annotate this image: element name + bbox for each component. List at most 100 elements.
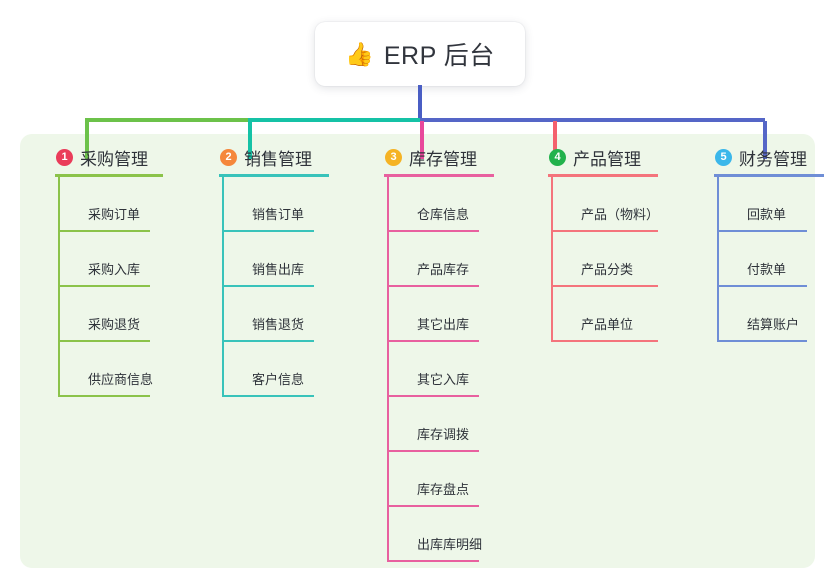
leaf-node-rule [224,395,314,397]
leaf-node-label: 产品单位 [581,317,634,332]
leaf-node-stock-count[interactable]: 库存盘点 [387,452,494,507]
leaf-node-warehouse-info[interactable]: 仓库信息 [387,177,494,232]
leaf-node-receipt-voucher[interactable]: 回款单 [717,177,824,232]
leaf-node-rule [60,230,150,232]
number-badge-icon: 5 [715,148,732,166]
leaf-node-label: 采购入库 [88,262,141,277]
leaf-node-label: 销售订单 [252,207,305,222]
leaf-node-settlement-account[interactable]: 结算账户 [717,287,824,342]
leaf-node-label: 其它入库 [417,372,470,387]
column-items: 回款单付款单结算账户 [697,177,824,342]
leaf-node-product-stock[interactable]: 产品库存 [387,232,494,287]
column-trunk-connector [58,177,60,397]
leaf-node-rule [389,450,479,452]
leaf-node-label: 回款单 [747,207,787,222]
thumbs-up-icon: 👍 [345,40,374,67]
leaf-node-rule [553,230,658,232]
column-title: 产品管理 [573,149,641,169]
drop-finance [763,121,767,159]
leaf-node-rule [60,285,150,287]
leaf-node-stock-transfer[interactable]: 库存调拨 [387,397,494,452]
column-purchase-management: 1 采购管理采购订单采购入库采购退货供应商信息 [38,144,163,397]
leaf-node-rule [389,285,479,287]
leaf-node-product-category[interactable]: 产品分类 [551,232,658,287]
leaf-node-purchase-order[interactable]: 采购订单 [58,177,163,232]
leaf-node-label: 库存盘点 [417,482,470,497]
column-header-finance-management[interactable]: 5 财务管理 [697,144,824,170]
leaf-node-rule [719,285,807,287]
root-node-label: ERP 后台 [383,42,495,70]
leaf-node-purchase-inbound[interactable]: 采购入库 [58,232,163,287]
column-items: 采购订单采购入库采购退货供应商信息 [38,177,163,397]
leaf-node-other-inbound[interactable]: 其它入库 [387,342,494,397]
leaf-node-rule [224,230,314,232]
number-badge-icon: 2 [220,148,237,166]
leaf-node-outbound-detail[interactable]: 出库库明细 [387,507,494,562]
number-badge-icon: 4 [549,148,566,166]
leaf-node-label: 销售退货 [252,317,305,332]
drop-purchase [85,121,89,159]
leaf-node-rule [389,340,479,342]
leaf-node-rule [389,230,479,232]
leaf-node-rule [719,340,807,342]
column-header-inventory-management[interactable]: 3 库存管理 [367,144,494,170]
column-trunk-connector [222,177,224,397]
column-header-rule [55,174,163,177]
diagram-panel [20,134,815,568]
leaf-node-other-outbound[interactable]: 其它出库 [387,287,494,342]
column-sales-management: 2 销售管理销售订单销售出库销售退货客户信息 [202,144,329,397]
leaf-node-payment-voucher[interactable]: 付款单 [717,232,824,287]
leaf-node-rule [553,340,658,342]
leaf-node-label: 供应商信息 [88,372,154,387]
leaf-node-label: 付款单 [747,262,787,277]
leaf-node-label: 结算账户 [747,317,800,332]
leaf-node-label: 库存调拨 [417,427,470,442]
column-header-rule [714,174,824,177]
drop-sales [248,121,252,159]
green-segment [85,118,250,122]
column-inventory-management: 3 库存管理仓库信息产品库存其它出库其它入库库存调拨库存盘点出库库明细 [367,144,494,562]
leaf-node-label: 产品分类 [581,262,634,277]
leaf-node-label: 产品（物料） [581,207,660,222]
root-node[interactable]: 👍 ERP 后台 [315,22,525,86]
leaf-node-rule [224,340,314,342]
leaf-node-rule [389,395,479,397]
leaf-node-sales-return[interactable]: 销售退货 [222,287,329,342]
column-header-purchase-management[interactable]: 1 采购管理 [38,144,163,170]
drop-product [553,121,557,159]
number-badge-icon: 1 [56,148,73,166]
leaf-node-rule [224,285,314,287]
leaf-node-rule [60,395,150,397]
column-trunk-connector [387,177,389,562]
column-header-sales-management[interactable]: 2 销售管理 [202,144,329,170]
column-title: 销售管理 [244,149,312,169]
leaf-node-customer-info[interactable]: 客户信息 [222,342,329,397]
column-title: 财务管理 [739,149,807,169]
leaf-node-product-material[interactable]: 产品（物料） [551,177,660,232]
column-header-rule [219,174,329,177]
column-header-product-management[interactable]: 4 产品管理 [531,144,658,170]
leaf-node-label: 出库库明细 [417,537,483,552]
number-badge-icon: 3 [385,148,402,166]
leaf-node-supplier-info[interactable]: 供应商信息 [58,342,163,397]
leaf-node-rule [553,285,658,287]
column-title: 库存管理 [409,149,477,169]
leaf-node-label: 客户信息 [252,372,305,387]
leaf-node-sales-outbound[interactable]: 销售出库 [222,232,329,287]
leaf-node-label: 产品库存 [417,262,470,277]
leaf-node-rule [60,340,150,342]
column-trunk-connector [717,177,719,342]
leaf-node-sales-order[interactable]: 销售订单 [222,177,329,232]
root-stem-connector [418,85,422,121]
column-items: 产品（物料） 产品分类产品单位 [531,177,660,342]
leaf-node-purchase-return[interactable]: 采购退货 [58,287,163,342]
column-finance-management: 5 财务管理回款单付款单结算账户 [697,144,824,342]
column-items: 销售订单销售出库销售退货客户信息 [202,177,329,397]
column-header-rule [548,174,658,177]
teal-segment [248,118,422,122]
leaf-node-product-unit[interactable]: 产品单位 [551,287,658,342]
column-product-management: 4 产品管理产品（物料） 产品分类产品单位 [531,144,660,342]
column-title: 采购管理 [80,149,148,169]
column-header-rule [384,174,494,177]
